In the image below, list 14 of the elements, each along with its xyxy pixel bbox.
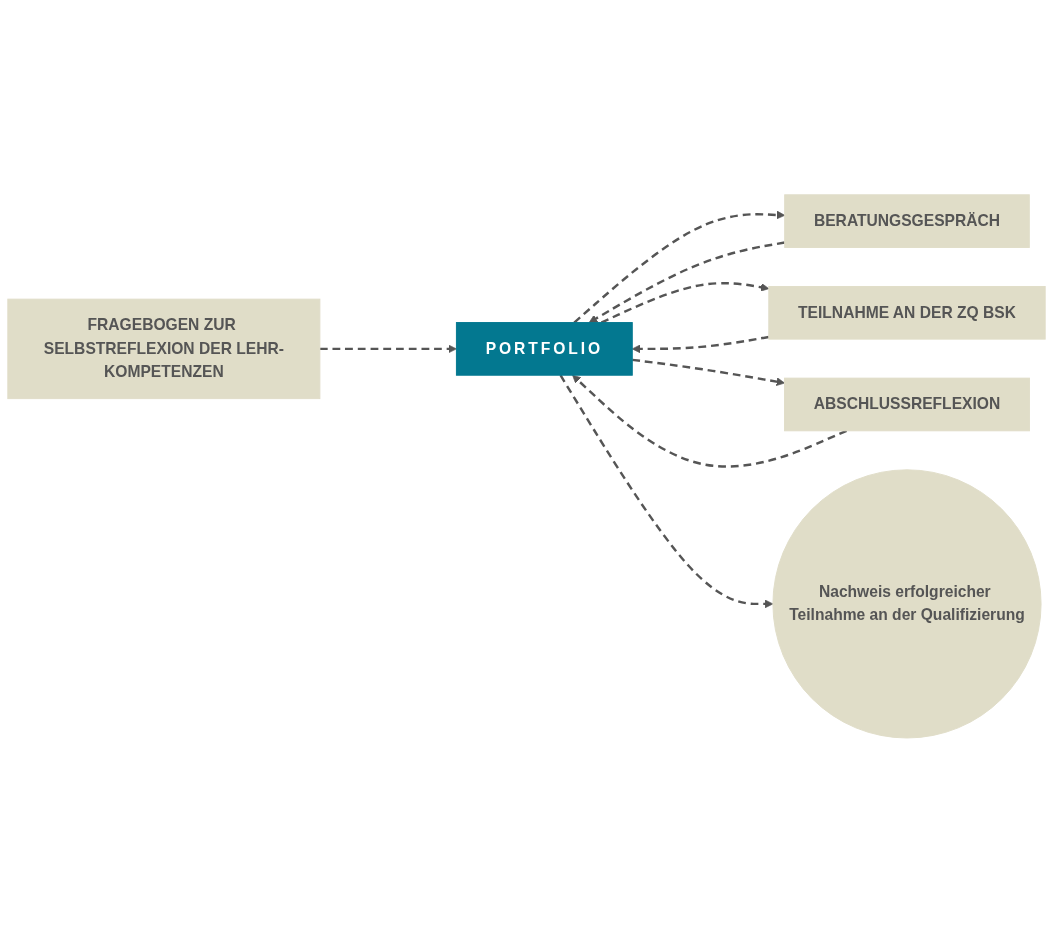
arrow: [588, 240, 785, 323]
arrow: [631, 335, 769, 353]
node-box: FRAGEBOGEN ZUR SELBSTREFLEXION DER LEHR-KOMPETENZEN: [7, 298, 321, 399]
arrow: [632, 358, 785, 386]
node-box: TEILNAHME AN DER ZQ BSK: [768, 285, 1046, 340]
arrow: [319, 344, 457, 353]
arrow: [572, 374, 848, 468]
node-box: PORTFOLIO: [455, 321, 633, 376]
arrow: [573, 210, 786, 324]
node-circle: Nachweis erfolgreicher Teilnahme an der Qualifizierung: [772, 468, 1042, 739]
node-box: BERATUNGSGESPRÄCH: [784, 193, 1030, 248]
node-box: ABSCHLUSSREFLEXION: [784, 377, 1030, 431]
arrow: [559, 374, 774, 608]
arrow: [600, 281, 770, 324]
